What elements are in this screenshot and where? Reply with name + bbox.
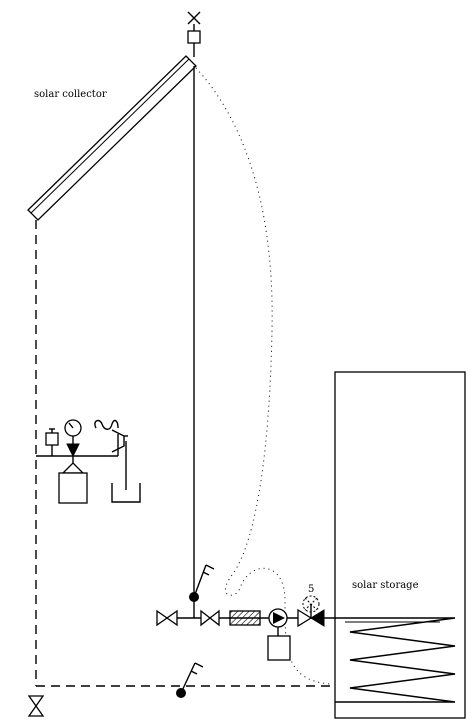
collector-label: solar collector xyxy=(34,89,107,100)
shutoff-valve-2-icon xyxy=(200,609,220,627)
shutoff-valve-1-icon xyxy=(156,609,178,627)
filter-icon xyxy=(229,610,261,626)
thermometer-return-icon xyxy=(176,662,204,698)
supply-pipe xyxy=(165,66,335,619)
storage-label: solar storage xyxy=(352,580,419,591)
check-valve-icon xyxy=(297,595,325,628)
solar-storage-tank xyxy=(334,371,466,719)
sensor-cable xyxy=(195,67,331,685)
thermometer-supply-icon xyxy=(189,564,215,602)
valve-number-label: 5 xyxy=(308,584,314,595)
solar-collector xyxy=(27,55,197,221)
safety-group xyxy=(36,419,141,504)
return-pipe xyxy=(35,220,335,687)
drain-valve-icon xyxy=(27,695,45,717)
air-vent-icon xyxy=(187,11,201,57)
pump-icon xyxy=(267,608,291,661)
